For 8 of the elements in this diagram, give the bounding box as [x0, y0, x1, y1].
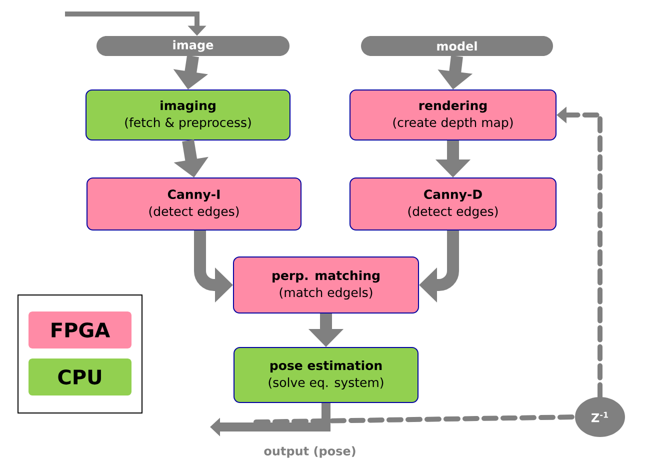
- output-label: output (pose): [264, 446, 356, 458]
- process-box: perp. matching (match edgels): [233, 256, 419, 314]
- process-box: imaging (fetch & preprocess): [86, 90, 290, 140]
- process-box: rendering (create depth map): [350, 90, 556, 140]
- process-box: pose estimation (solve eq. system): [234, 347, 418, 403]
- process-box: Canny-I (detect edges): [86, 178, 302, 230]
- input-pill: model: [361, 36, 553, 56]
- process-box: Canny-D (detect edges): [350, 178, 556, 230]
